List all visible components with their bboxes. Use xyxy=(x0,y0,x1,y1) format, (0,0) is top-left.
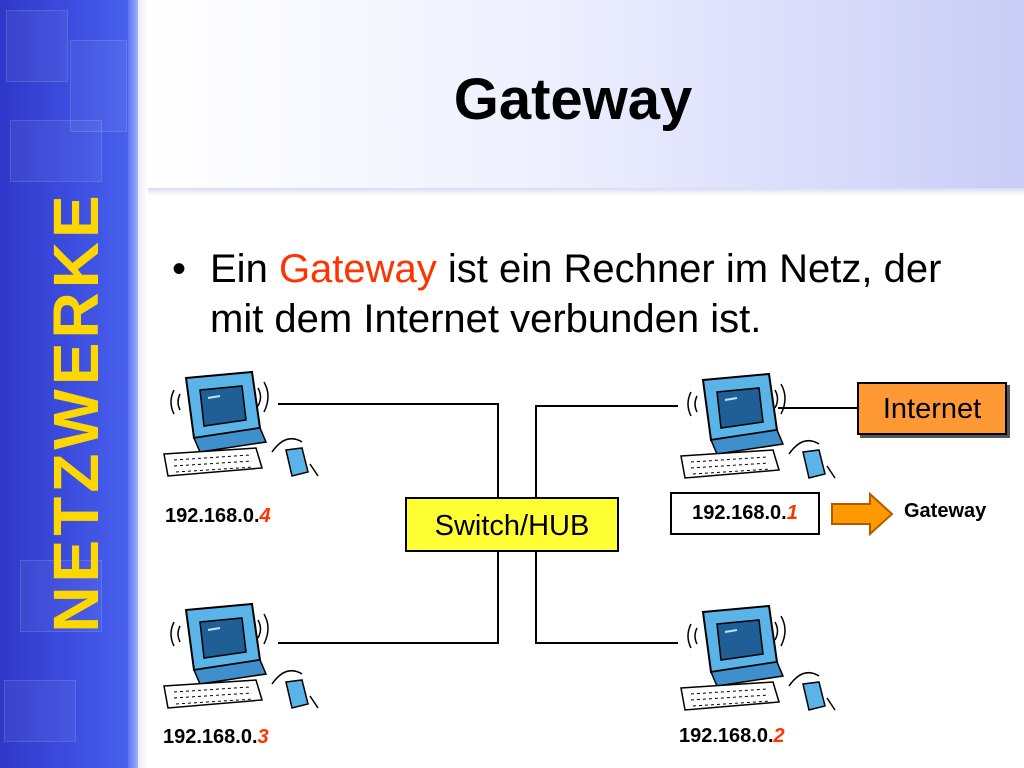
bullet-marker: • xyxy=(172,247,187,291)
computer-icon xyxy=(163,602,319,709)
header-shadow xyxy=(148,188,1024,196)
bullet-text-end: ist ein Rechner im Netz, der mit dem Int… xyxy=(210,247,942,341)
computer-icon xyxy=(680,604,836,711)
switch-hub-box: Switch/HUB xyxy=(405,497,619,552)
wire-pc1-drop xyxy=(535,405,537,498)
gateway-label: Gateway xyxy=(904,500,987,522)
page-title: Gateway xyxy=(453,67,693,132)
side-title: NETZWERKE xyxy=(40,191,112,633)
internet-box: Internet xyxy=(857,382,1007,435)
wire-pc3-rise xyxy=(497,552,499,643)
band-tile xyxy=(70,40,127,132)
wire-pc2 xyxy=(535,642,678,644)
ip-suffix: 3 xyxy=(257,726,269,748)
wire-internet xyxy=(778,407,858,409)
band-tile xyxy=(10,120,102,182)
wire-pc4 xyxy=(278,403,498,405)
ip-label-pc4: 192.168.0.4 xyxy=(165,505,271,528)
side-band: NETZWERKE xyxy=(0,0,138,768)
gateway-ip-box: 192.168.0.1 xyxy=(670,492,820,535)
arrow-right-icon xyxy=(831,492,894,536)
computer-icon xyxy=(680,372,836,479)
ip-label-pc2: 192.168.0.2 xyxy=(679,725,785,748)
wire-pc3 xyxy=(278,642,499,644)
wire-pc1 xyxy=(535,405,678,407)
ip-suffix: 1 xyxy=(786,502,798,524)
title-header xyxy=(148,0,1024,188)
band-edge xyxy=(128,0,138,768)
ip-label-pc3: 192.168.0.3 xyxy=(163,726,269,749)
ip-suffix: 4 xyxy=(259,505,271,527)
ip-prefix: 192.168.0. xyxy=(679,725,774,747)
band-tile xyxy=(4,680,76,742)
band-divider xyxy=(138,0,148,768)
wire-pc2-rise xyxy=(535,552,537,643)
wire-pc4-drop xyxy=(497,403,499,498)
ip-suffix: 2 xyxy=(773,725,785,747)
bullet-text-start: Ein xyxy=(210,247,279,291)
ip-prefix: 192.168.0. xyxy=(165,505,260,527)
ip-prefix: 192.168.0. xyxy=(163,726,258,748)
band-tile xyxy=(20,560,102,632)
ip-prefix: 192.168.0. xyxy=(692,502,787,524)
computer-icon xyxy=(163,370,319,477)
gateway-term: Gateway xyxy=(278,247,437,291)
band-tile xyxy=(6,10,68,82)
bullet-text: Ein Gateway ist ein Rechner im Netz, der… xyxy=(210,244,990,344)
